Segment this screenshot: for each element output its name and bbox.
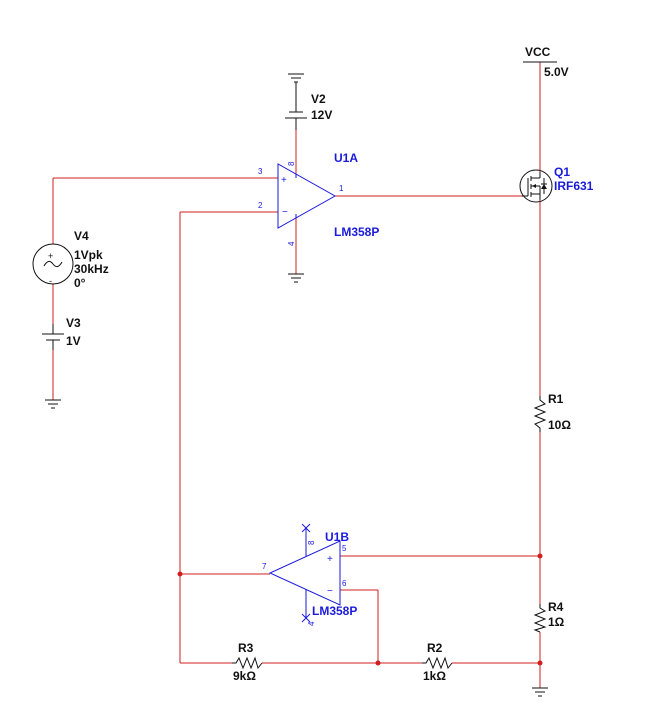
vcc-value: 5.0V bbox=[544, 65, 569, 79]
u1b-name: U1B bbox=[325, 530, 349, 544]
u1a-name: U1A bbox=[334, 151, 358, 165]
u1a-opamp[interactable]: + − 3 2 1 8 4 U1A LM358P bbox=[258, 151, 379, 246]
r3-name: R3 bbox=[238, 641, 254, 655]
q1-mosfet[interactable]: Q1 IRF631 bbox=[519, 165, 594, 203]
v4-ac-source[interactable]: + - V4 1Vpk 30kHz 0° bbox=[32, 229, 109, 290]
ground-symbol bbox=[288, 273, 304, 283]
r2-value: 1kΩ bbox=[423, 669, 446, 683]
junction-dot bbox=[537, 660, 543, 666]
u1a-triangle bbox=[277, 163, 337, 229]
u1a-part: LM358P bbox=[334, 225, 379, 239]
junction-dots bbox=[177, 553, 543, 666]
v2-value: 12V bbox=[311, 108, 332, 122]
wires bbox=[52, 62, 541, 688]
v4-name: V4 bbox=[74, 229, 89, 243]
u1a-plus-sign: + bbox=[281, 175, 287, 186]
u1a-pin-vminus: 4 bbox=[287, 241, 296, 246]
u1b-pin-inv: 6 bbox=[342, 579, 347, 588]
u1b-part: LM358P bbox=[312, 604, 357, 618]
r1-resistor[interactable]: R1 10Ω bbox=[533, 392, 571, 432]
v3-name: V3 bbox=[66, 316, 81, 330]
ground-symbol bbox=[532, 687, 548, 697]
q1-part: IRF631 bbox=[554, 179, 594, 193]
r4-resistor[interactable]: R4 1Ω bbox=[533, 600, 565, 633]
v3-battery[interactable]: V3 1V bbox=[42, 316, 81, 350]
v2-name: V2 bbox=[311, 92, 326, 106]
v4-frequency: 30kHz bbox=[74, 262, 109, 276]
v4-amplitude: 1Vpk bbox=[74, 248, 103, 262]
v4-minus-sign: - bbox=[49, 276, 52, 286]
r2-resistor[interactable]: R2 1kΩ bbox=[422, 641, 453, 683]
v4-phase: 0° bbox=[74, 276, 86, 290]
junction-dot bbox=[375, 660, 381, 666]
v2-battery[interactable]: V2 12V bbox=[285, 73, 332, 130]
vcc-label: VCC bbox=[525, 45, 551, 59]
junction-dot bbox=[537, 553, 543, 559]
r4-value: 1Ω bbox=[548, 615, 565, 629]
junction-dot bbox=[177, 571, 183, 577]
r3-resistor[interactable]: R3 9kΩ bbox=[232, 641, 263, 683]
u1b-plus-sign: + bbox=[327, 554, 333, 565]
u1b-opamp[interactable]: + − 5 6 7 8 4 U1B LM358P bbox=[262, 523, 357, 626]
u1b-pin-vplus: 8 bbox=[307, 540, 316, 545]
u1b-pin-vminus: 4 bbox=[307, 621, 316, 626]
r2-name: R2 bbox=[427, 641, 443, 655]
vcc-supply[interactable]: VCC 5.0V bbox=[523, 45, 569, 79]
r1-value: 10Ω bbox=[548, 418, 571, 432]
v4-plus-sign: + bbox=[48, 251, 53, 261]
u1b-triangle bbox=[268, 540, 341, 606]
u1b-pin-noninv: 5 bbox=[342, 544, 347, 553]
u1a-minus-sign: − bbox=[282, 207, 288, 218]
sine-wave-icon bbox=[43, 260, 63, 268]
u1b-minus-sign: − bbox=[327, 586, 333, 597]
u1a-pin-inv: 2 bbox=[258, 201, 263, 210]
ground-symbol bbox=[45, 399, 61, 409]
r1-name: R1 bbox=[548, 392, 564, 406]
u1b-pin-out: 7 bbox=[262, 562, 267, 571]
q1-name: Q1 bbox=[554, 165, 570, 179]
u1a-pin-noninv: 3 bbox=[258, 167, 263, 176]
u1a-pin-out: 1 bbox=[339, 184, 344, 193]
v3-value: 1V bbox=[66, 334, 81, 348]
r3-value: 9kΩ bbox=[233, 669, 256, 683]
r4-name: R4 bbox=[548, 600, 564, 614]
u1a-pin-vplus: 8 bbox=[287, 161, 296, 166]
